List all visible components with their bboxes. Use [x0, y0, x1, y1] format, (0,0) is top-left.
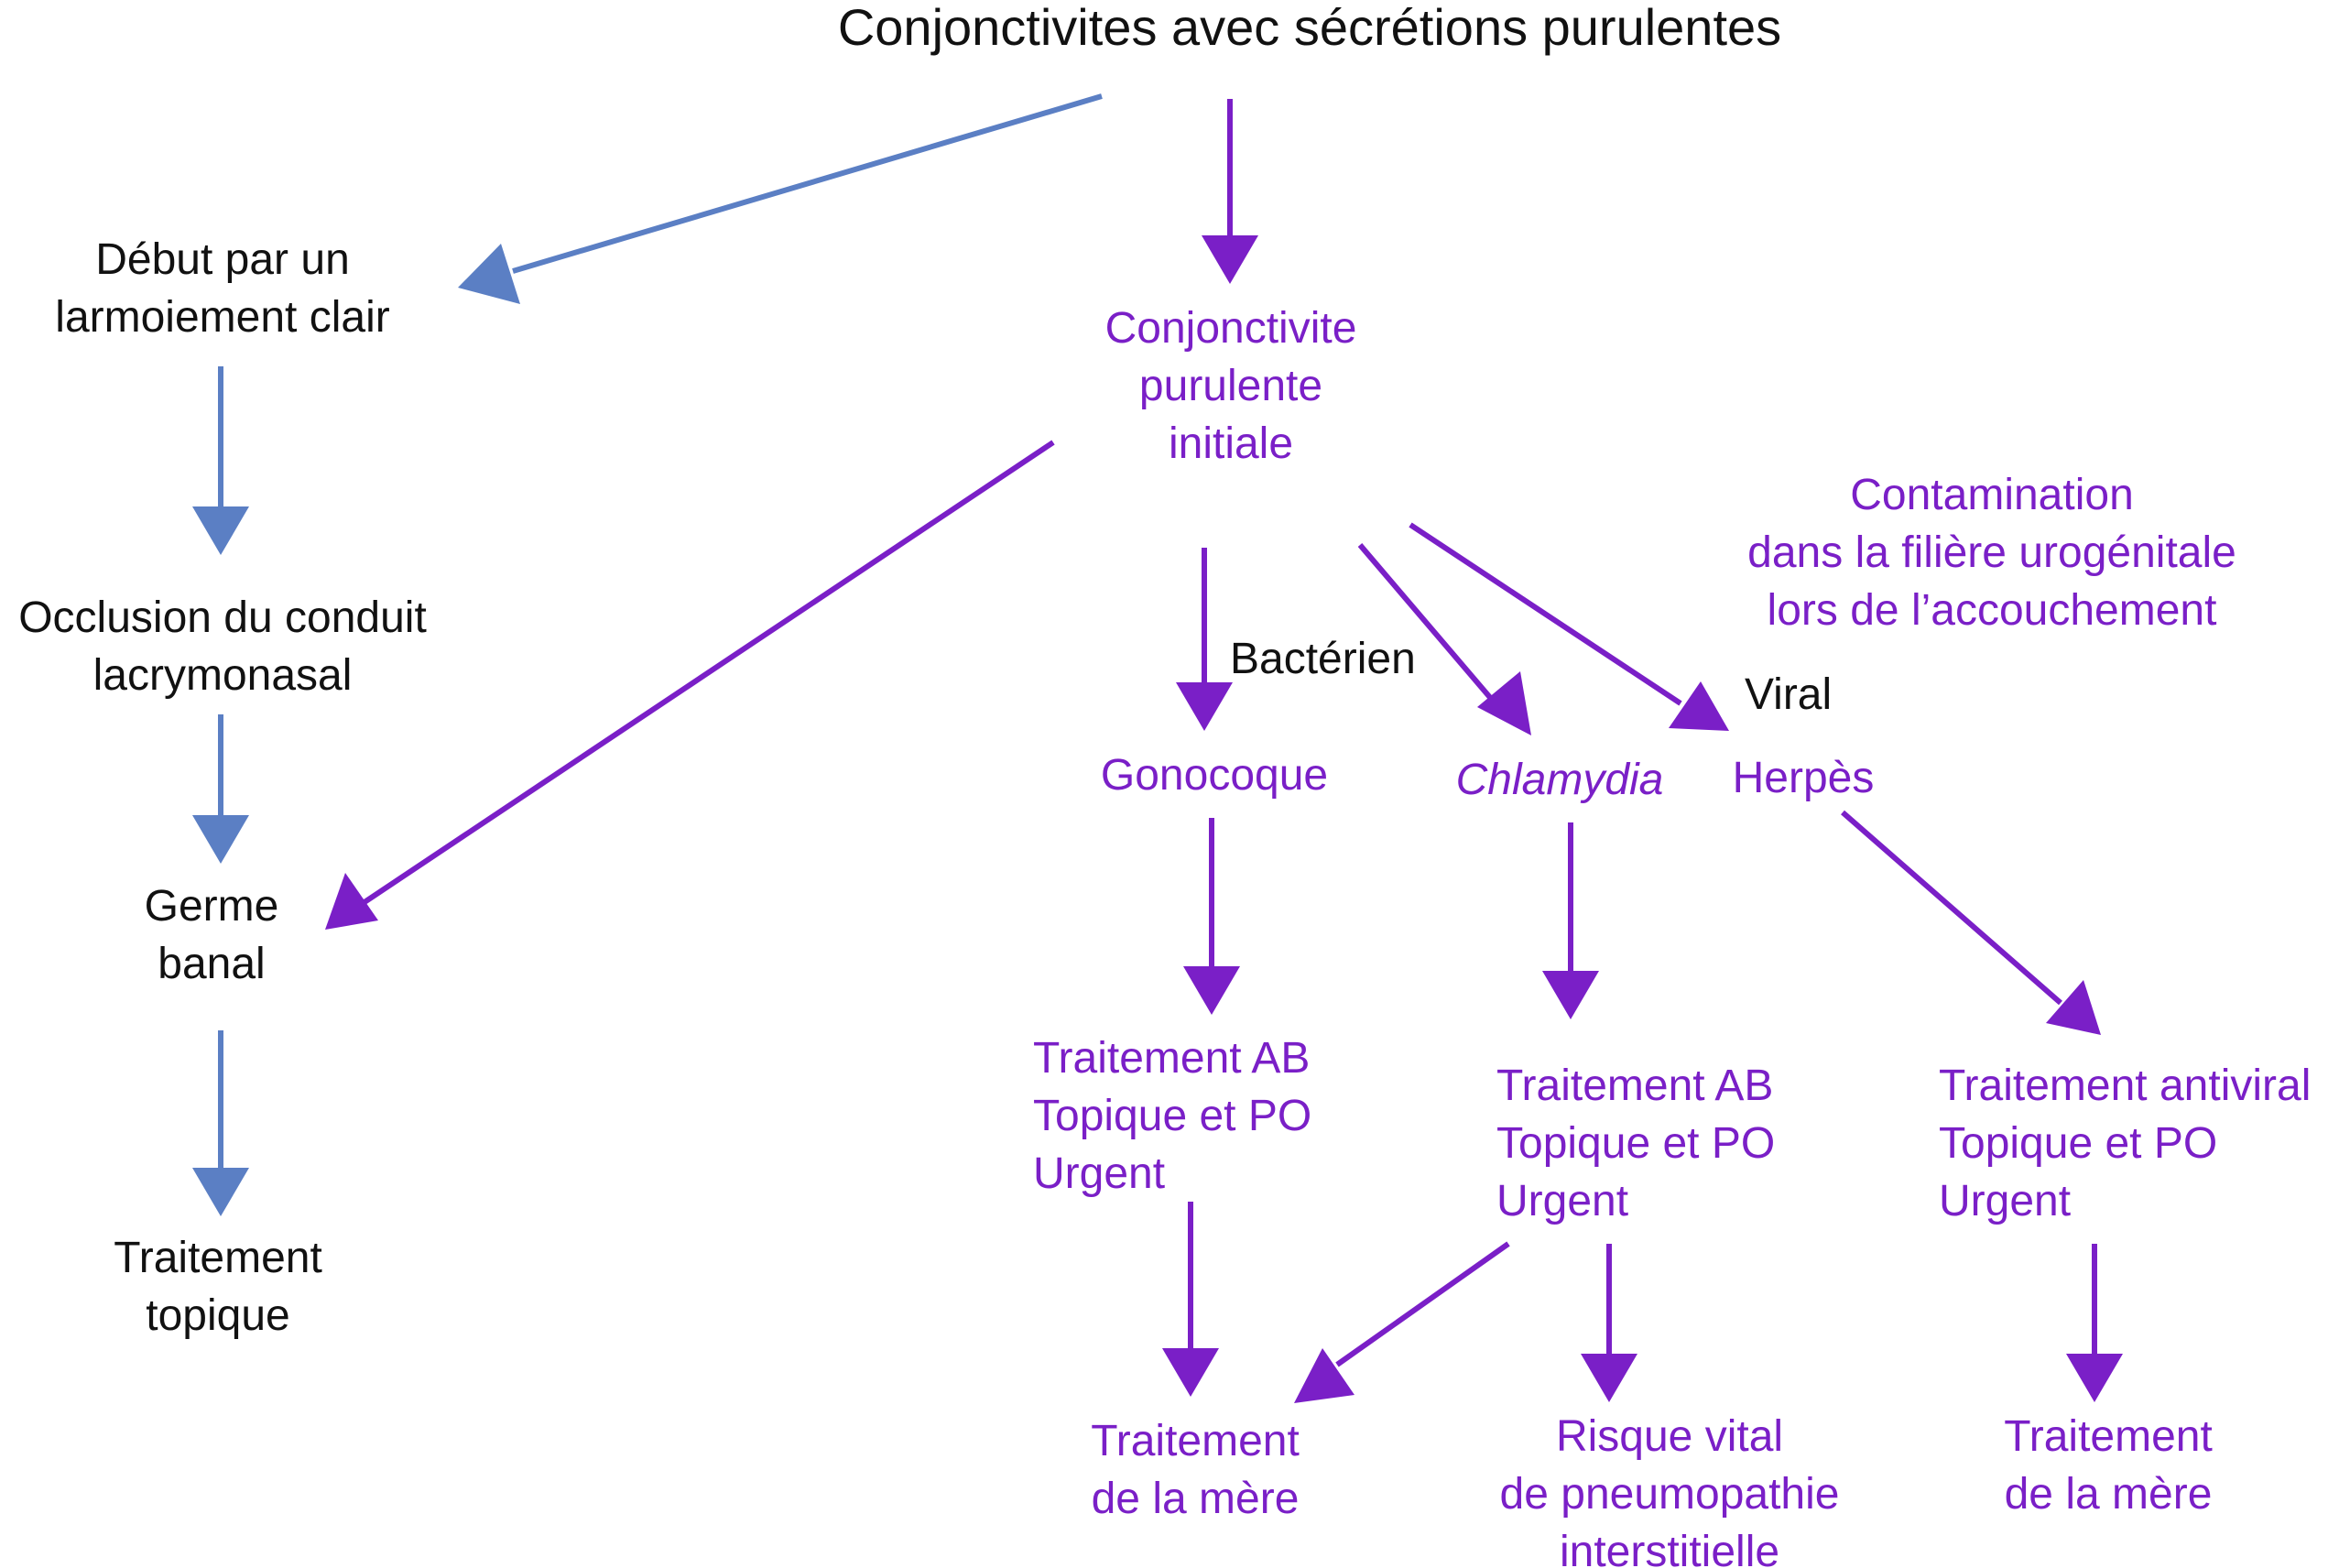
node-traitement-mere-2: Traitement de la mère: [2004, 1412, 2213, 1519]
arrow-germe-to-traitement: [192, 1030, 249, 1216]
arrow-title-to-debut: [458, 93, 1103, 304]
node-contamination: Contamination dans la filière urogénital…: [1747, 471, 2236, 635]
node-germe-banal: Germe banal: [144, 882, 279, 988]
label-bacterien: Bactérien: [1230, 635, 1416, 683]
arrow-debut-to-occlusion: [192, 366, 249, 555]
arrow-gonocoque-to-traitement: [1183, 818, 1240, 1015]
node-risque-vital: Risque vital de pneumopathie interstitie…: [1499, 1412, 1840, 1568]
diagram-title: Conjonctivites avec sécrétions purulente…: [837, 0, 1782, 56]
arrow-initiale-to-herpes: [1409, 522, 1729, 731]
arrow-chlamtraitement-to-risque: [1581, 1244, 1637, 1402]
arrow-initiale-to-germe: [325, 440, 1055, 930]
arrow-gonotraitement-to-mere: [1162, 1202, 1219, 1397]
label-viral: Viral: [1745, 670, 1833, 719]
arrow-herpes-to-traitement: [1841, 810, 2101, 1035]
node-chlamydia: Chlamydia: [1455, 756, 1664, 804]
node-herpes: Herpès: [1732, 754, 1875, 802]
arrow-initiale-to-chlamydia: [1357, 543, 1531, 735]
arrow-title-to-initiale: [1202, 99, 1258, 284]
node-traitement-chlamydia: Traitement AB Topique et PO Urgent: [1496, 1062, 1776, 1225]
arrow-chlamydia-to-traitement: [1542, 822, 1599, 1019]
arrow-herptraitement-to-mere: [2066, 1244, 2123, 1402]
arrow-occlusion-to-germe: [192, 714, 249, 864]
node-traitement-topique: Traitement topique: [114, 1234, 322, 1340]
arrow-chlamtraitement-to-mere: [1294, 1241, 1510, 1403]
node-traitement-gonocoque: Traitement AB Topique et PO Urgent: [1033, 1034, 1312, 1198]
node-gonocoque: Gonocoque: [1100, 751, 1329, 800]
node-occlusion: Occlusion du conduit lacrymonasal: [18, 593, 427, 700]
arrow-initiale-to-gonocoque: [1176, 548, 1233, 731]
node-traitement-herpes: Traitement antiviral Topique et PO Urgen…: [1939, 1062, 2312, 1225]
node-traitement-mere-1: Traitement de la mère: [1091, 1417, 1300, 1523]
node-conjonctivite-initiale: Conjonctivite purulente initiale: [1104, 304, 1357, 468]
node-debut-larmoiement: Début par un larmoiement clair: [55, 235, 390, 342]
